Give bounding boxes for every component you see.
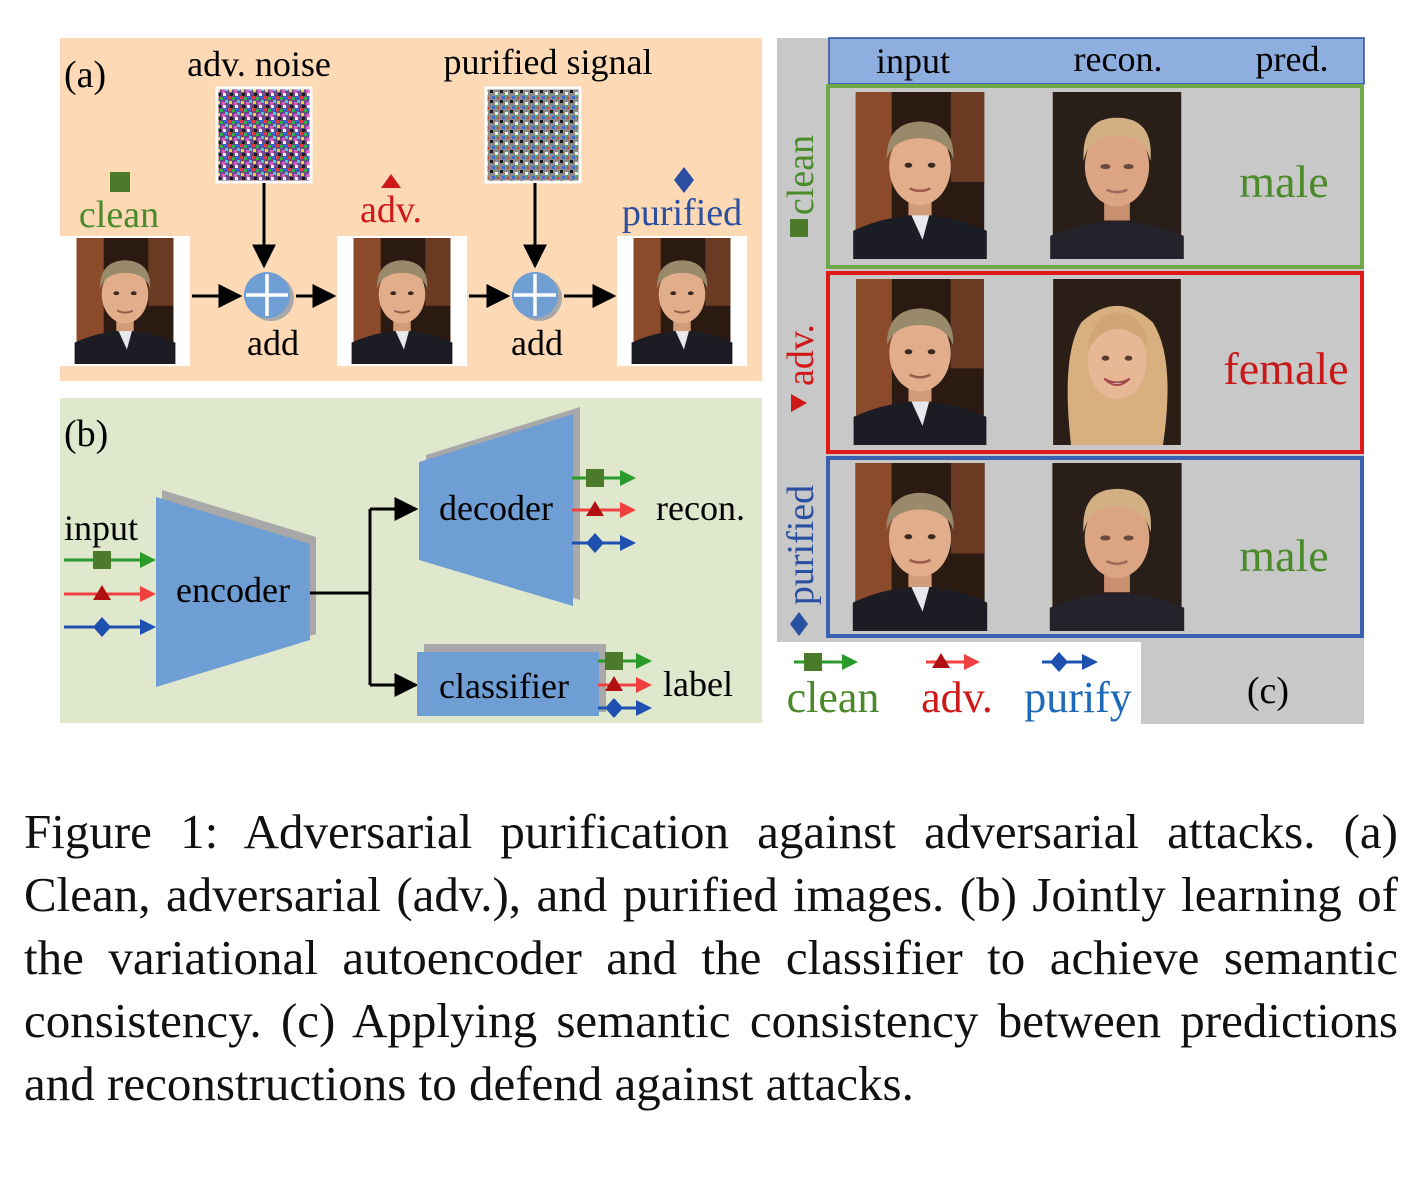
encoder-label: encoder: [176, 570, 290, 610]
header-input: input: [876, 41, 950, 81]
legend-adv-arrow: [926, 653, 980, 670]
row-clean-square-icon: [790, 219, 808, 237]
input-label: input: [64, 508, 138, 548]
purified-diamond-icon: [674, 167, 694, 193]
noise-caption: adv. noise: [187, 44, 331, 84]
purified-signal-image: [484, 86, 582, 184]
header-pred: pred.: [1256, 39, 1329, 79]
adv-face-image: [337, 236, 467, 366]
figure-caption: Figure 1: Adversarial purification again…: [24, 804, 1398, 1111]
panel-a-label: (a): [64, 54, 106, 96]
row-purified-diamond-icon: [790, 612, 808, 636]
classifier-output-adv: [598, 676, 652, 693]
header-recon: recon.: [1074, 39, 1163, 79]
decoder-output-adv: [572, 501, 636, 518]
row-clean-recon-image: [1048, 92, 1186, 259]
row-clean-side-label: clean: [780, 135, 822, 215]
input-arrow-clean: [64, 551, 156, 569]
row-purified-recon-image: [1048, 463, 1186, 631]
panel-c-label-box: [1141, 642, 1364, 724]
label-output-label: label: [663, 664, 733, 704]
legend-adv-label: adv.: [921, 673, 993, 722]
row-adv-recon-image: [1051, 279, 1183, 445]
legend-purify-label: purify: [1024, 673, 1132, 722]
legend-clean-label: clean: [787, 673, 880, 722]
input-arrow-purified: [64, 617, 156, 637]
decoder-output-purified: [572, 533, 636, 553]
panel-b: (b) input encoder: [60, 398, 762, 723]
add-label-1: add: [247, 323, 299, 363]
panel-b-label: (b): [64, 413, 108, 455]
row-purified-side-label: purified: [780, 485, 822, 605]
row-adv-prediction: female: [1223, 343, 1348, 394]
classifier-block: [417, 652, 599, 716]
decoder-block: [419, 414, 573, 606]
row-clean-prediction: male: [1239, 156, 1328, 207]
input-arrow-adv: [64, 585, 156, 602]
legend-purify-arrow: [1042, 652, 1098, 672]
purified-label: purified: [622, 192, 742, 234]
purified-face-image: [617, 236, 747, 366]
add-label-2: add: [511, 323, 563, 363]
encoder-connectors: [310, 497, 419, 697]
row-purified-frame: [826, 456, 1364, 638]
decoder-output-clean: [572, 469, 636, 487]
legend-clean-arrow: [794, 653, 858, 671]
row-purified: male purified: [780, 456, 1364, 638]
classifier-output-clean: [598, 652, 652, 670]
row-adv: female adv.: [780, 271, 1364, 454]
classifier-label: classifier: [439, 666, 569, 706]
figure-1: (a) adv. noise purified signal clean adv…: [60, 37, 1365, 724]
row-clean-input-image: [851, 92, 989, 259]
clean-face-image: [60, 236, 190, 366]
adv-noise-image: [215, 86, 313, 184]
legend-background: [777, 642, 1141, 724]
header-bar: [828, 37, 1365, 85]
signal-caption: purified signal: [444, 42, 653, 82]
row-clean: male clean: [780, 84, 1364, 269]
row-adv-side-label: adv.: [780, 324, 822, 386]
adv-triangle-icon: [381, 174, 401, 188]
panel-a: (a) adv. noise purified signal clean adv…: [60, 38, 762, 381]
encoder-block: [156, 497, 310, 687]
clean-label: clean: [79, 194, 159, 236]
decoder-label: decoder: [439, 488, 553, 528]
row-clean-frame: [826, 84, 1364, 269]
classifier-output-purified: [598, 698, 652, 718]
row-purified-input-image: [851, 463, 989, 631]
panel-c-label: (c): [1247, 670, 1289, 712]
panel-c: input recon. pred. male clean female adv…: [777, 37, 1365, 724]
row-adv-frame: [826, 271, 1364, 454]
panel-a-arrows: [192, 183, 617, 308]
adv-label: adv.: [360, 189, 422, 231]
row-adv-triangle-icon: [791, 394, 807, 412]
row-purified-prediction: male: [1239, 530, 1328, 581]
clean-square-icon: [110, 172, 130, 192]
recon-label: recon.: [656, 488, 745, 528]
row-adv-input-image: [851, 279, 989, 445]
